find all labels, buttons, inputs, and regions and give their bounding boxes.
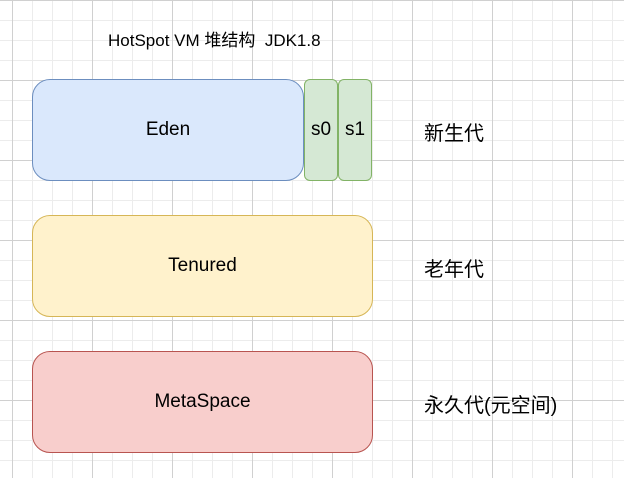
survivor-s1-region: s1	[338, 79, 372, 181]
eden-label: Eden	[145, 119, 191, 140]
metaspace-label: MetaSpace	[154, 391, 251, 412]
eden-region: Eden	[32, 79, 304, 181]
permanent-generation-label: 永久代(元空间)	[424, 395, 558, 417]
old-generation-label: 老年代	[424, 259, 484, 281]
young-generation-label: 新生代	[424, 123, 484, 145]
tenured-label: Tenured	[168, 255, 237, 276]
survivor-s0-region: s0	[304, 79, 338, 181]
diagram-title: HotSpot VM 堆结构 JDK1.8	[108, 31, 321, 50]
s0-label: s0	[310, 119, 332, 140]
tenured-region: Tenured	[32, 215, 373, 317]
s1-label: s1	[344, 119, 366, 140]
metaspace-region: MetaSpace	[32, 351, 373, 453]
